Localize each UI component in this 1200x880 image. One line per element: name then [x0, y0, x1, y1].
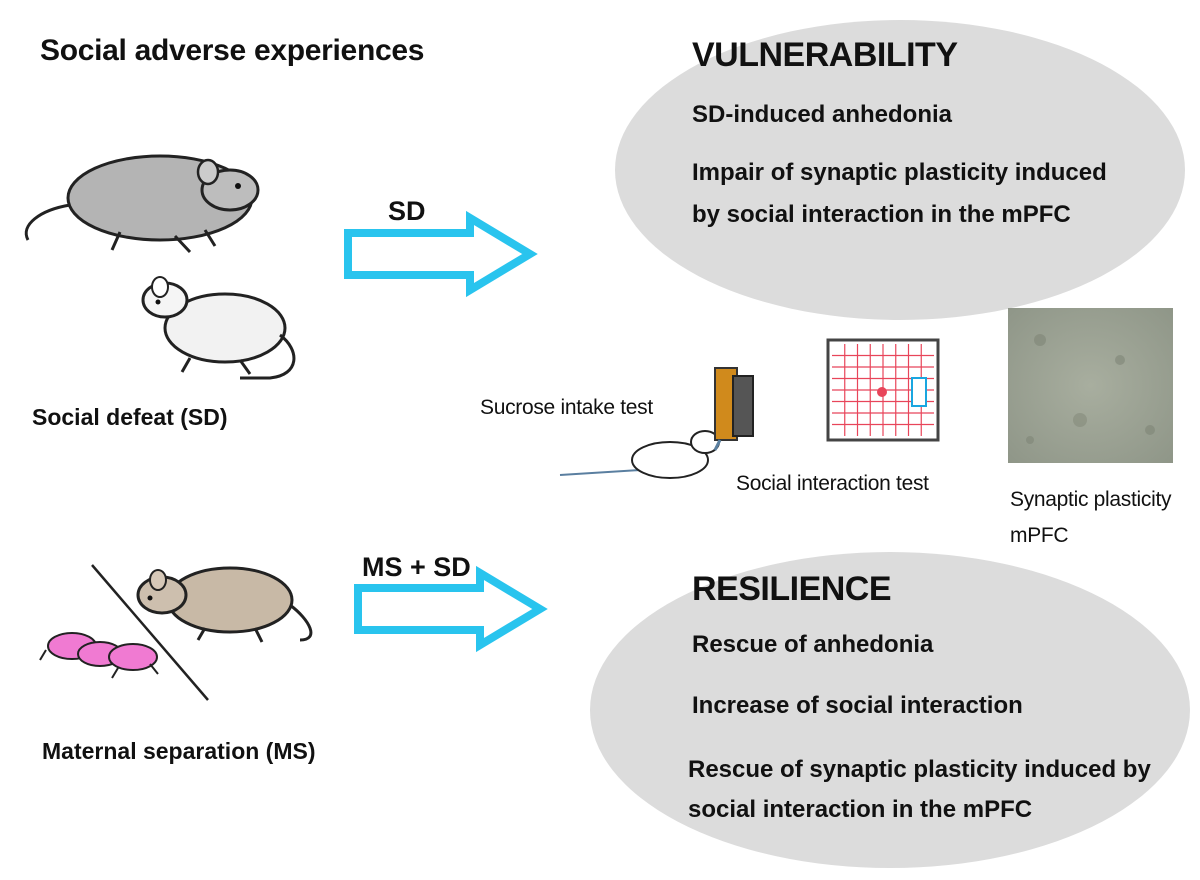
sd-arrow	[344, 210, 538, 298]
resilience-item: social interaction in the mPFC	[688, 796, 1033, 823]
sd-arrow-label: SD	[388, 196, 426, 226]
vulnerability-item: Impair of synaptic plasticity induced	[692, 159, 1107, 186]
sucrose-test-illustration	[559, 367, 754, 479]
aggressor-mouse-illustration	[24, 154, 260, 254]
synaptic-plasticity-label: Synaptic plasticity	[1010, 488, 1172, 511]
vulnerability-ellipse	[615, 20, 1185, 320]
resilience-heading: RESILIENCE	[692, 570, 892, 608]
maternal-separation-illustration	[39, 564, 313, 701]
ms-sd-arrow	[354, 565, 548, 653]
social-interaction-test-label: Social interaction test	[736, 472, 929, 495]
vulnerability-item: SD-induced anhedonia	[692, 101, 953, 128]
maternal-separation-label: Maternal separation (MS)	[42, 738, 316, 764]
diagram-title: Social adverse experiences	[40, 34, 425, 67]
resilience-item: Increase of social interaction	[692, 692, 1023, 719]
social-interaction-arena	[826, 338, 940, 442]
resilience-item: Rescue of synaptic plasticity induced by	[688, 756, 1151, 783]
mpfc-label: mPFC	[1010, 524, 1069, 547]
vulnerability-heading: VULNERABILITY	[692, 36, 958, 74]
resilience-item: Rescue of anhedonia	[692, 631, 934, 658]
synaptic-plasticity-image	[1008, 308, 1173, 463]
resilience-ellipse	[590, 552, 1190, 868]
ms-sd-arrow-label: MS + SD	[362, 552, 471, 582]
social-defeat-label: Social defeat (SD)	[32, 404, 228, 430]
sucrose-test-label: Sucrose intake test	[480, 396, 653, 419]
intruder-mouse-illustration	[141, 276, 296, 380]
vulnerability-item: by social interaction in the mPFC	[692, 201, 1071, 228]
